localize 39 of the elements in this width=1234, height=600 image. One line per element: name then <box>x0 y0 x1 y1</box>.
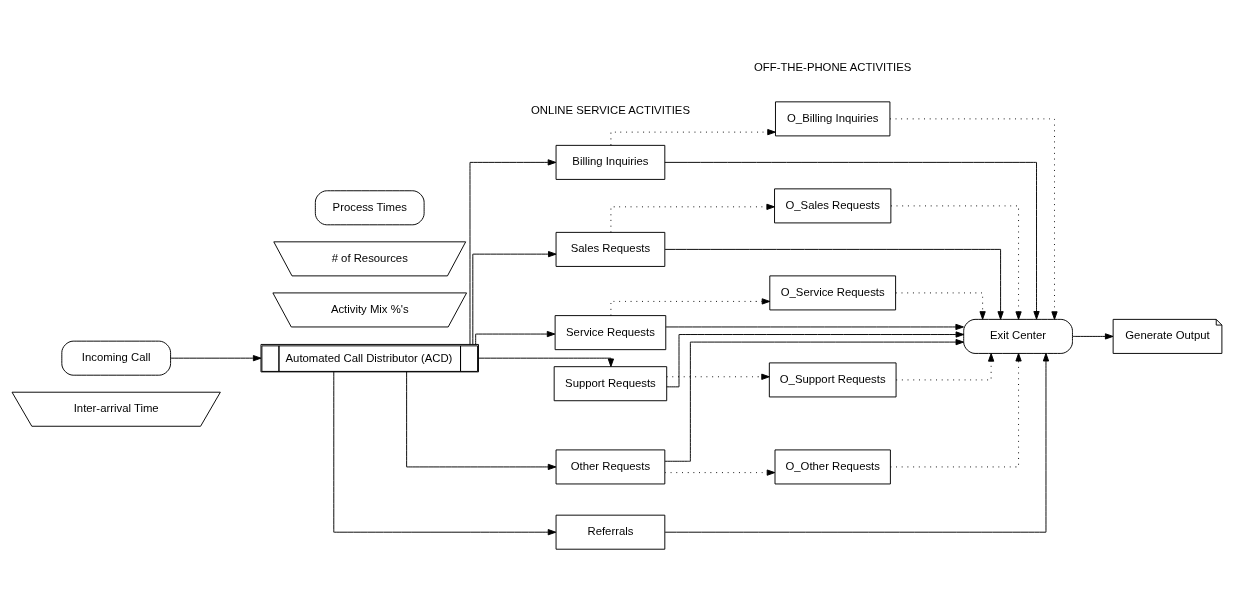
arrow <box>469 159 557 345</box>
arrow <box>890 205 1022 320</box>
node-box: Other Requests <box>555 449 666 485</box>
arrow <box>666 373 770 380</box>
node-box: Service Requests <box>554 315 667 351</box>
arrow <box>1072 333 1114 340</box>
node-box: O_Service Requests <box>769 275 897 311</box>
arrow <box>170 355 262 362</box>
label: ONLINE SERVICE ACTIVITIES <box>530 104 690 117</box>
arrow <box>666 331 965 388</box>
node-box: O_Support Requests <box>768 362 897 398</box>
node-box: Billing Inquiries <box>555 144 666 180</box>
node-box: Exit Center <box>963 318 1073 354</box>
arrow <box>889 118 1058 320</box>
node-box: O_Billing Inquiries <box>775 101 891 137</box>
arrow <box>895 292 986 320</box>
arrow <box>610 203 775 233</box>
arrow <box>475 330 556 345</box>
node-box: O_Other Requests <box>774 449 891 485</box>
arrow <box>333 371 557 536</box>
arrow <box>472 251 557 345</box>
arrow <box>664 352 1050 533</box>
node-box: Sales Requests <box>555 231 666 267</box>
arrow <box>478 357 615 367</box>
node-box: O_Sales Requests <box>774 188 892 224</box>
arrow <box>664 248 1004 320</box>
arrow <box>664 338 965 462</box>
node-box: Process Times <box>314 190 425 226</box>
arrow <box>664 469 776 476</box>
node-box: Referrals <box>555 514 666 550</box>
arrow <box>406 371 557 471</box>
node-box: Support Requests <box>553 366 668 402</box>
label: OFF-THE-PHONE ACTIVITIES <box>754 60 912 73</box>
arrow <box>665 323 964 331</box>
arrow <box>895 353 995 381</box>
arrow <box>890 353 1022 468</box>
arrow <box>610 298 771 317</box>
arrow <box>664 161 1040 320</box>
node-box: Incoming Call <box>61 340 172 376</box>
